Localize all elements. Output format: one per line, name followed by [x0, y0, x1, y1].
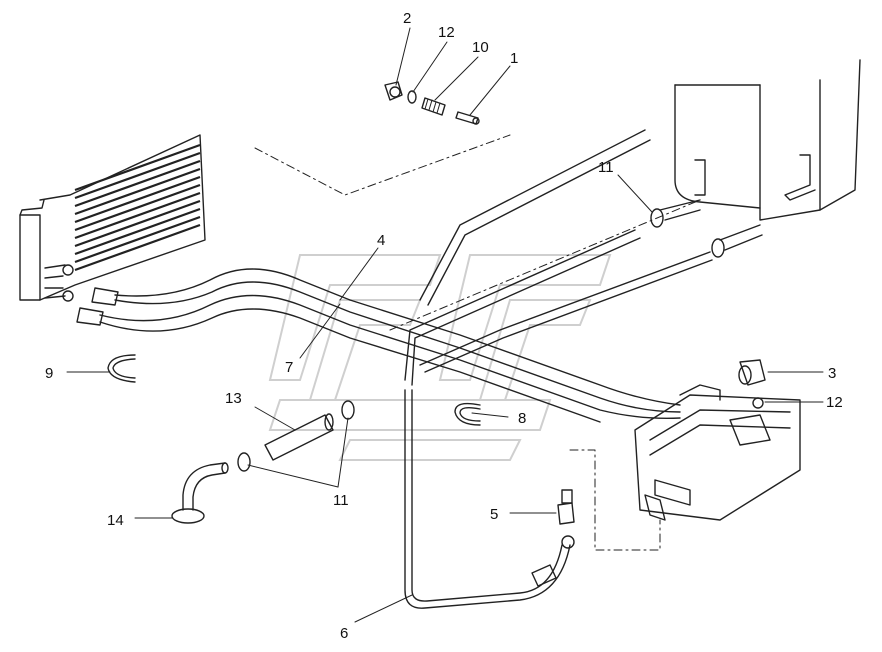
fitting-assembly — [384, 81, 480, 125]
callout-4: 4 — [377, 232, 385, 249]
callout-11b: 11 — [333, 492, 349, 509]
radiator — [19, 134, 206, 302]
elbow-pipe-14 — [171, 462, 229, 524]
clamp-9 — [107, 354, 136, 383]
callout-14: 14 — [107, 512, 124, 529]
watermark-logo — [268, 254, 612, 461]
tube-13 — [264, 413, 334, 461]
callout-9: 9 — [45, 365, 53, 382]
leader-lines — [66, 27, 824, 623]
callout-6: 6 — [340, 625, 348, 642]
clamps-11 — [237, 208, 725, 472]
centerline-tank — [389, 199, 701, 331]
centerline-valve — [569, 449, 661, 551]
callout-5: 5 — [490, 506, 498, 523]
radiator-fins — [74, 143, 201, 272]
adapter-5 — [557, 489, 575, 525]
callout-1: 1 — [510, 50, 518, 67]
callout-2: 2 — [403, 10, 411, 27]
callout-labels: 2 12 10 1 11 4 7 9 3 12 13 8 11 14 5 6 — [45, 10, 843, 642]
callout-11: 11 — [598, 159, 614, 176]
clamp-8 — [454, 402, 481, 426]
control-valve — [634, 384, 801, 521]
callout-7: 7 — [285, 359, 293, 376]
centerline-fitting — [254, 134, 511, 196]
hose-6 — [404, 389, 575, 609]
callout-3: 3 — [828, 365, 836, 382]
callout-12: 12 — [438, 24, 455, 41]
callout-8: 8 — [518, 410, 526, 427]
tubes-from-tank — [404, 129, 713, 386]
callout-10: 10 — [472, 39, 489, 56]
callout-12b: 12 — [826, 394, 843, 411]
callout-13: 13 — [225, 390, 242, 407]
oil-tank — [659, 59, 861, 251]
elbow-3 — [738, 359, 766, 409]
hose-4-7 — [76, 268, 681, 423]
